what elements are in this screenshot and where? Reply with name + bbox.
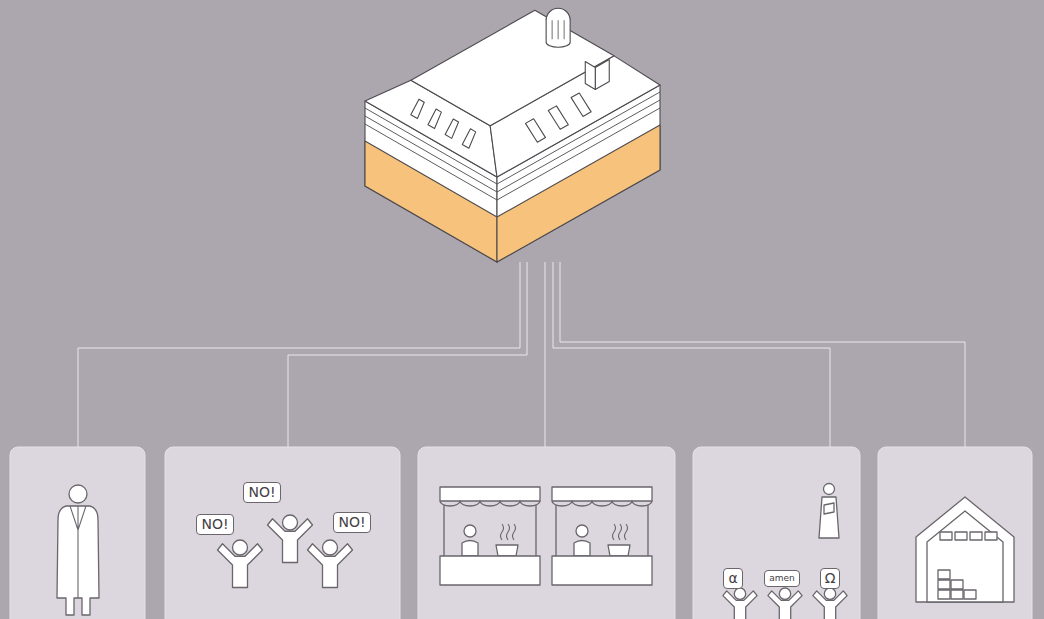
stall-awning [552, 487, 652, 501]
stall-post [444, 505, 536, 556]
wire [288, 262, 527, 447]
lantern-bar [552, 20, 553, 39]
crate [938, 570, 950, 579]
lantern-bar [558, 20, 559, 39]
crate [951, 580, 963, 589]
chimney-side [585, 61, 595, 89]
lantern-bar [564, 20, 565, 39]
priest-robe [819, 497, 839, 538]
panel [165, 447, 400, 619]
person-head [233, 540, 248, 555]
cooking-pot [608, 545, 630, 556]
dormer [411, 99, 424, 118]
dormer [462, 129, 475, 148]
person-head [323, 540, 338, 555]
vendor-head [464, 525, 476, 537]
shelf-box [985, 532, 997, 540]
awning-scallop [552, 501, 652, 506]
panel [693, 447, 860, 619]
crate [964, 590, 976, 599]
icons [57, 484, 1014, 619]
lab-coat-person [57, 506, 99, 615]
person-head [824, 588, 835, 599]
speech-bubble: amen [764, 570, 800, 587]
speech-bubble: NO! [196, 514, 233, 535]
warehouse-opening [927, 511, 1003, 602]
steam [613, 524, 628, 540]
bubble-text: NO! [338, 514, 365, 531]
person-head [734, 588, 745, 599]
shelf-box [970, 532, 982, 540]
crate [938, 580, 950, 589]
roof-window [525, 119, 545, 142]
shelf-box [955, 532, 967, 540]
bubble-text: amen [769, 572, 795, 585]
stall-awning [440, 487, 540, 501]
wire [545, 262, 546, 447]
speech-bubble: NO! [333, 512, 370, 533]
vendor-body [462, 541, 478, 557]
panel [878, 447, 1032, 619]
stall-counter [552, 556, 652, 585]
crate [938, 590, 950, 599]
priest-head [824, 484, 835, 495]
person-head [69, 485, 87, 503]
person-head [779, 588, 790, 599]
chimney [595, 59, 609, 89]
coat-line [70, 506, 86, 598]
roof-top [411, 10, 614, 126]
vendor-head [576, 525, 588, 537]
panels [10, 447, 1032, 619]
dormer [428, 109, 441, 128]
panel [10, 447, 145, 619]
cooking-pot [496, 545, 518, 556]
lantern-dome [546, 8, 570, 20]
person-head [283, 515, 298, 530]
awning-scallop [440, 501, 540, 506]
stall-post [556, 505, 648, 556]
roof-window [548, 106, 568, 129]
warehouse [916, 497, 1014, 602]
bubble-text: NO! [248, 484, 275, 501]
wire [560, 262, 965, 447]
vendor-body [574, 541, 590, 557]
priest-book [824, 503, 834, 514]
panel [418, 447, 675, 619]
bubble-text: α [728, 570, 737, 587]
speech-bubble: Ω [820, 568, 841, 589]
wire [553, 262, 830, 447]
roof-window [571, 93, 591, 116]
speech-bubble: α [723, 568, 742, 589]
bubble-text: Ω [825, 570, 836, 587]
speech-bubble: NO! [243, 482, 280, 503]
building [365, 8, 660, 262]
stall-counter [440, 556, 540, 585]
wires [78, 262, 965, 447]
shelf-box [940, 532, 952, 540]
crate [951, 590, 963, 599]
steam [501, 524, 516, 540]
bubble-text: NO! [201, 516, 228, 533]
dormer [445, 119, 458, 138]
